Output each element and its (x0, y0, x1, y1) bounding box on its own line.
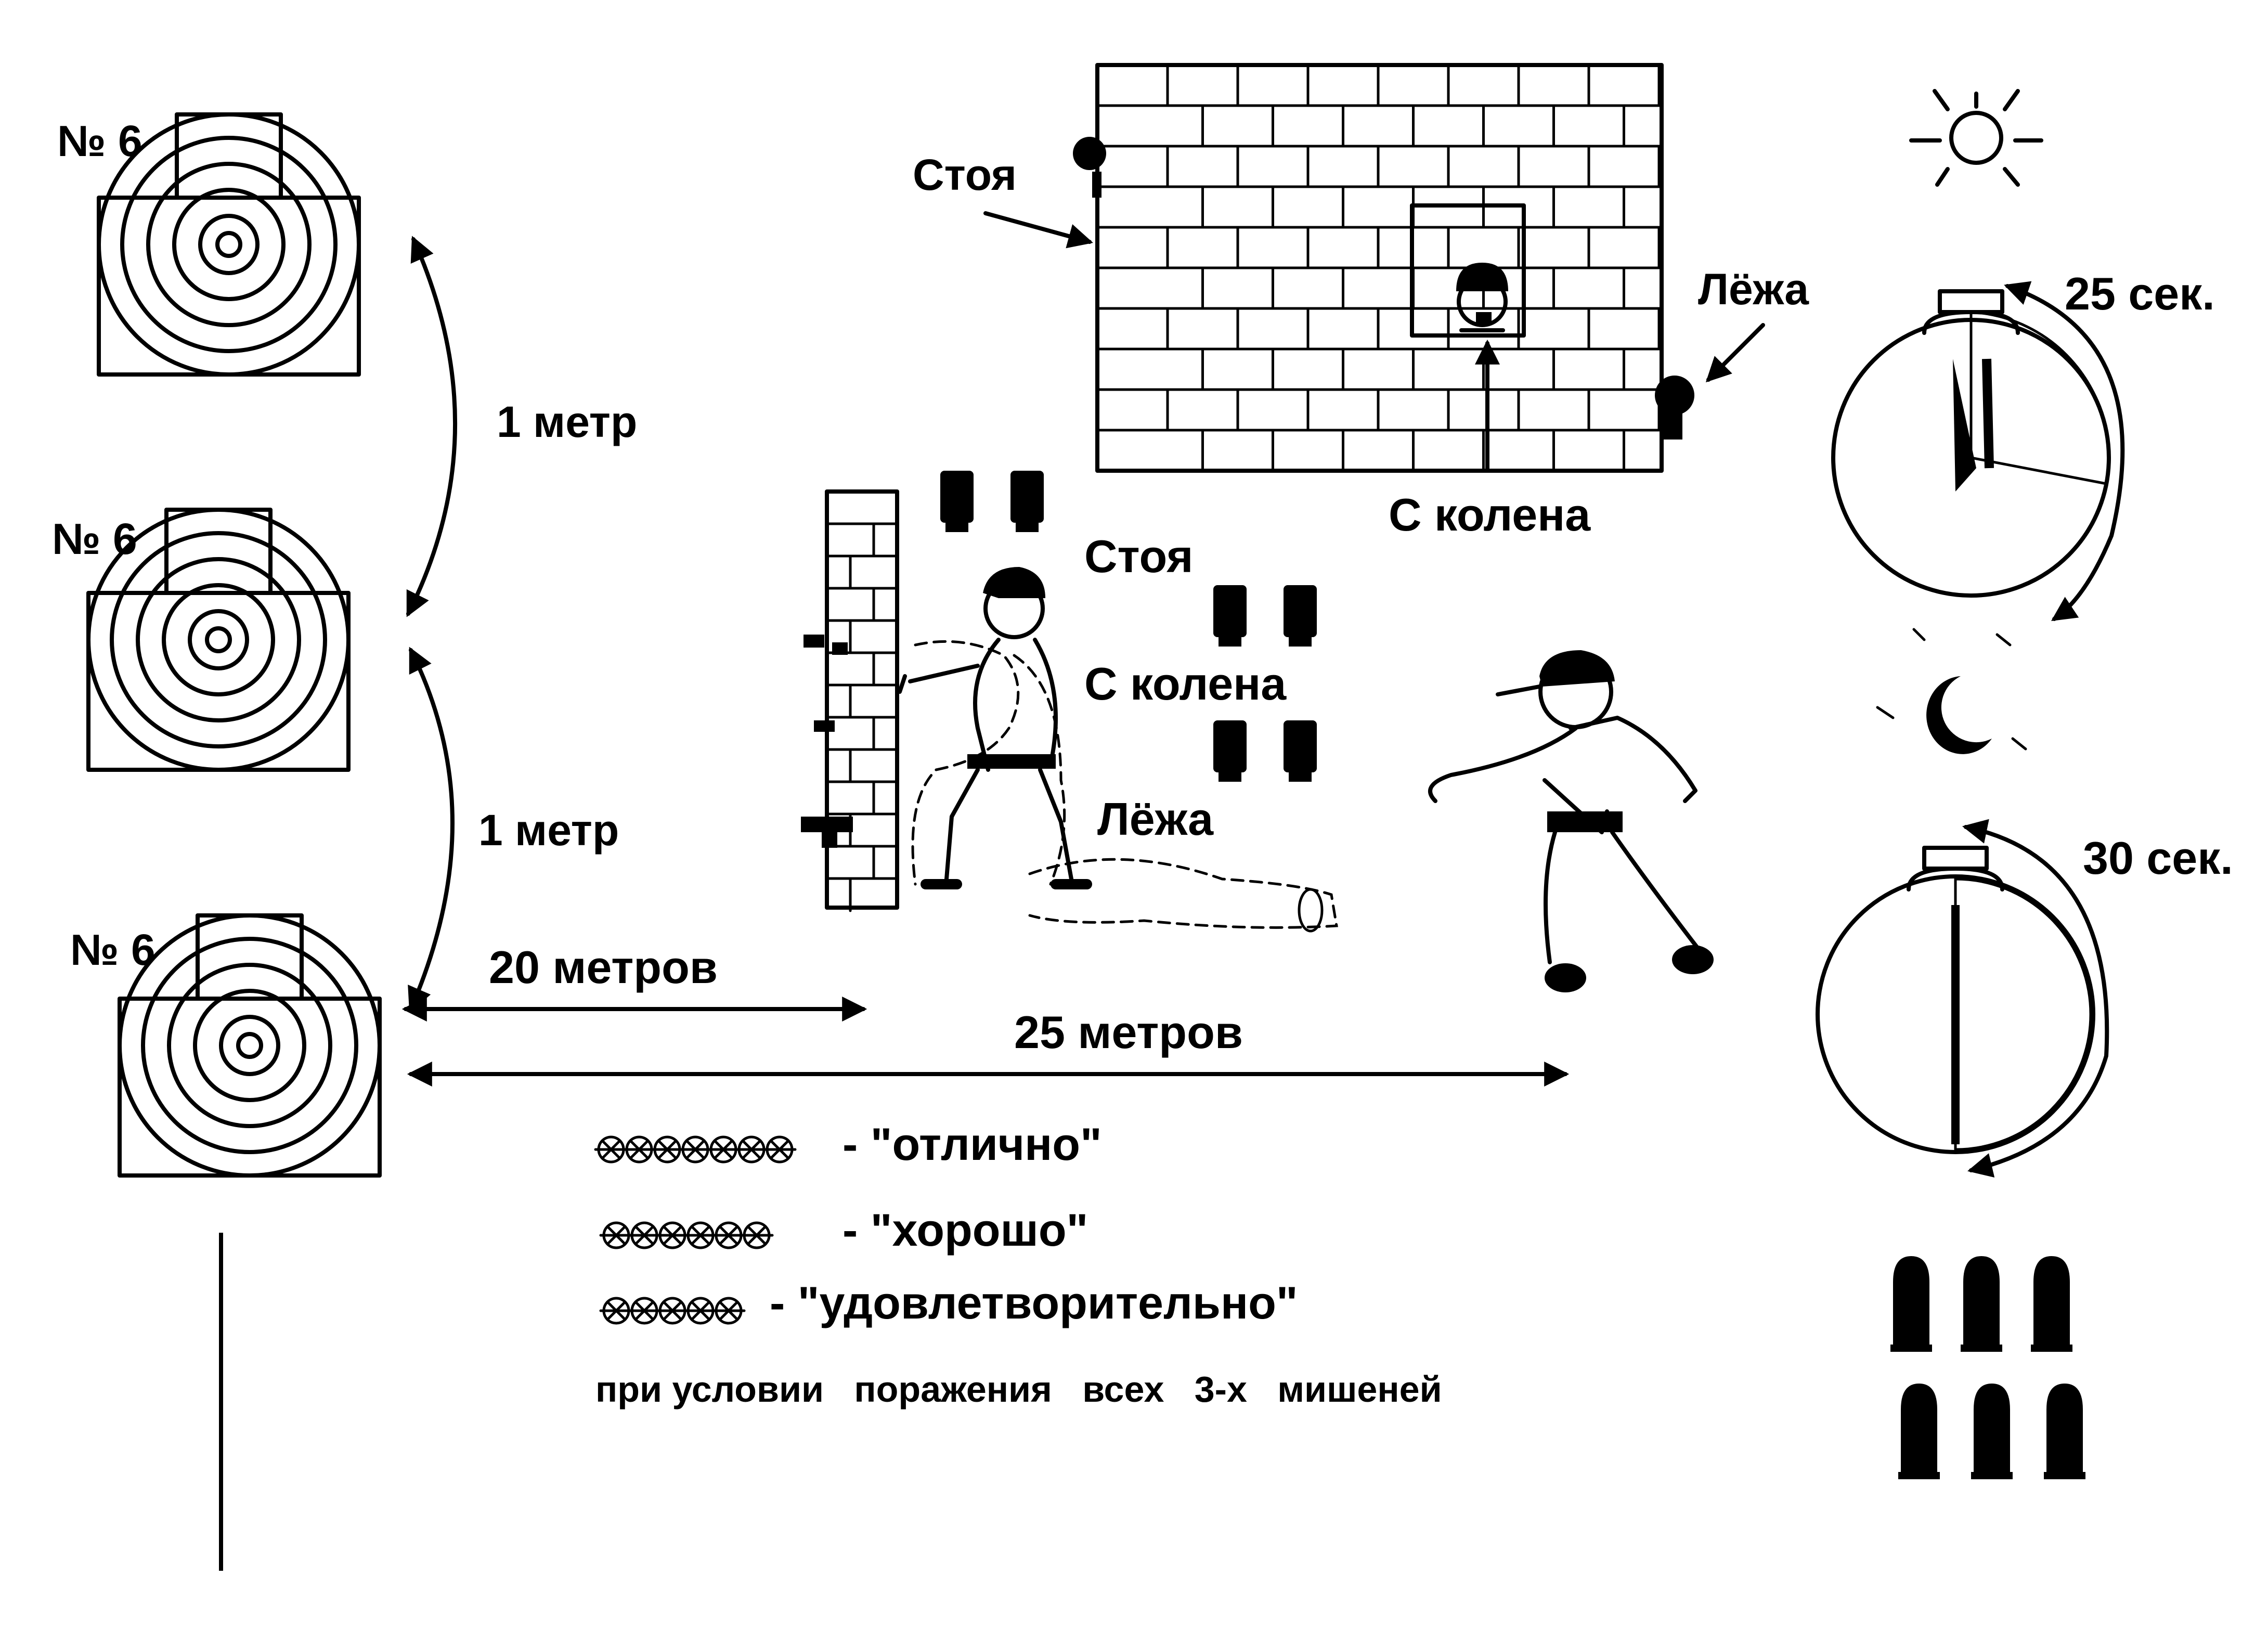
sun-icon (1909, 89, 2043, 187)
spacing-label-upper: 1 метр (497, 397, 637, 446)
running-shooter-icon (1428, 650, 1714, 992)
cartridge-icon (1971, 1384, 2013, 1479)
cartridge-icon (1890, 1256, 1932, 1352)
timer-label-day: 25 сек. (2065, 268, 2215, 319)
distance-label-near: 20 метров (489, 941, 718, 993)
wall-label-prone: Лёжа (1698, 265, 1809, 314)
wall-label-kneeling: С колена (1389, 489, 1591, 540)
spacing-arrow-lower (408, 647, 455, 1013)
magazine-icon (1284, 585, 1317, 647)
target-icon (120, 915, 380, 1175)
grade-condition: при условии поражения всех 3-х мишеней (595, 1369, 1442, 1410)
magazine-icon (940, 471, 974, 532)
shooter-positions: Стоя С колена Лёжа (801, 471, 1338, 933)
grading-legend: - "отлично" - "хорошо" - "удовлетворител… (594, 1118, 1442, 1410)
grade-good: - "хорошо" (843, 1204, 1088, 1256)
timer-label-night: 30 сек. (2083, 832, 2233, 884)
magazine-icon (1284, 720, 1317, 782)
brick-wall: Стоя Лёжа С колена (913, 63, 1809, 540)
position-label-standing: Стоя (1084, 531, 1193, 582)
figure-standing-head (1073, 137, 1106, 198)
cartridge-icon (2031, 1256, 2072, 1352)
stopwatch-icon (1831, 289, 2111, 598)
wall-label-standing: Стоя (913, 150, 1017, 199)
target-2: № 6 (52, 510, 348, 770)
grade-excellent: - "отлично" (843, 1118, 1102, 1170)
target-1: № 6 (57, 114, 359, 374)
position-label-kneeling: С колена (1084, 658, 1287, 709)
spacing-arrow-upper (406, 236, 457, 617)
target-label: № 6 (52, 514, 137, 563)
stopwatch-icon (1816, 846, 2095, 1154)
moon-icon (1876, 628, 2027, 754)
figure-kneeling-head (1456, 263, 1508, 332)
cartridge-icon (2044, 1384, 2085, 1479)
magazine-icon (1213, 720, 1247, 782)
hit-marks-excellent (594, 1137, 797, 1162)
target-3: № 6 (70, 915, 380, 1175)
grade-satisfactory: - "удовлетворительно" (770, 1277, 1298, 1328)
cartridge-icon (1898, 1384, 1940, 1479)
magazine-icon (1213, 585, 1247, 647)
cartridges (1890, 1256, 2085, 1479)
spacing-label-lower: 1 метр (478, 806, 619, 855)
cartridge-icon (1961, 1256, 2002, 1352)
night-timer: 30 сек. (1816, 819, 2233, 1178)
target-label: № 6 (70, 925, 155, 974)
hit-marks-good (599, 1223, 774, 1248)
target-label: № 6 (57, 117, 142, 165)
distance-label-far: 25 метров (1014, 1006, 1243, 1058)
hit-marks-satisfactory (599, 1298, 746, 1323)
figure-prone-head (1655, 376, 1694, 440)
magazine-icon (1010, 471, 1044, 532)
position-label-prone: Лёжа (1097, 793, 1214, 845)
day-timer: 25 сек. (1831, 89, 2215, 621)
